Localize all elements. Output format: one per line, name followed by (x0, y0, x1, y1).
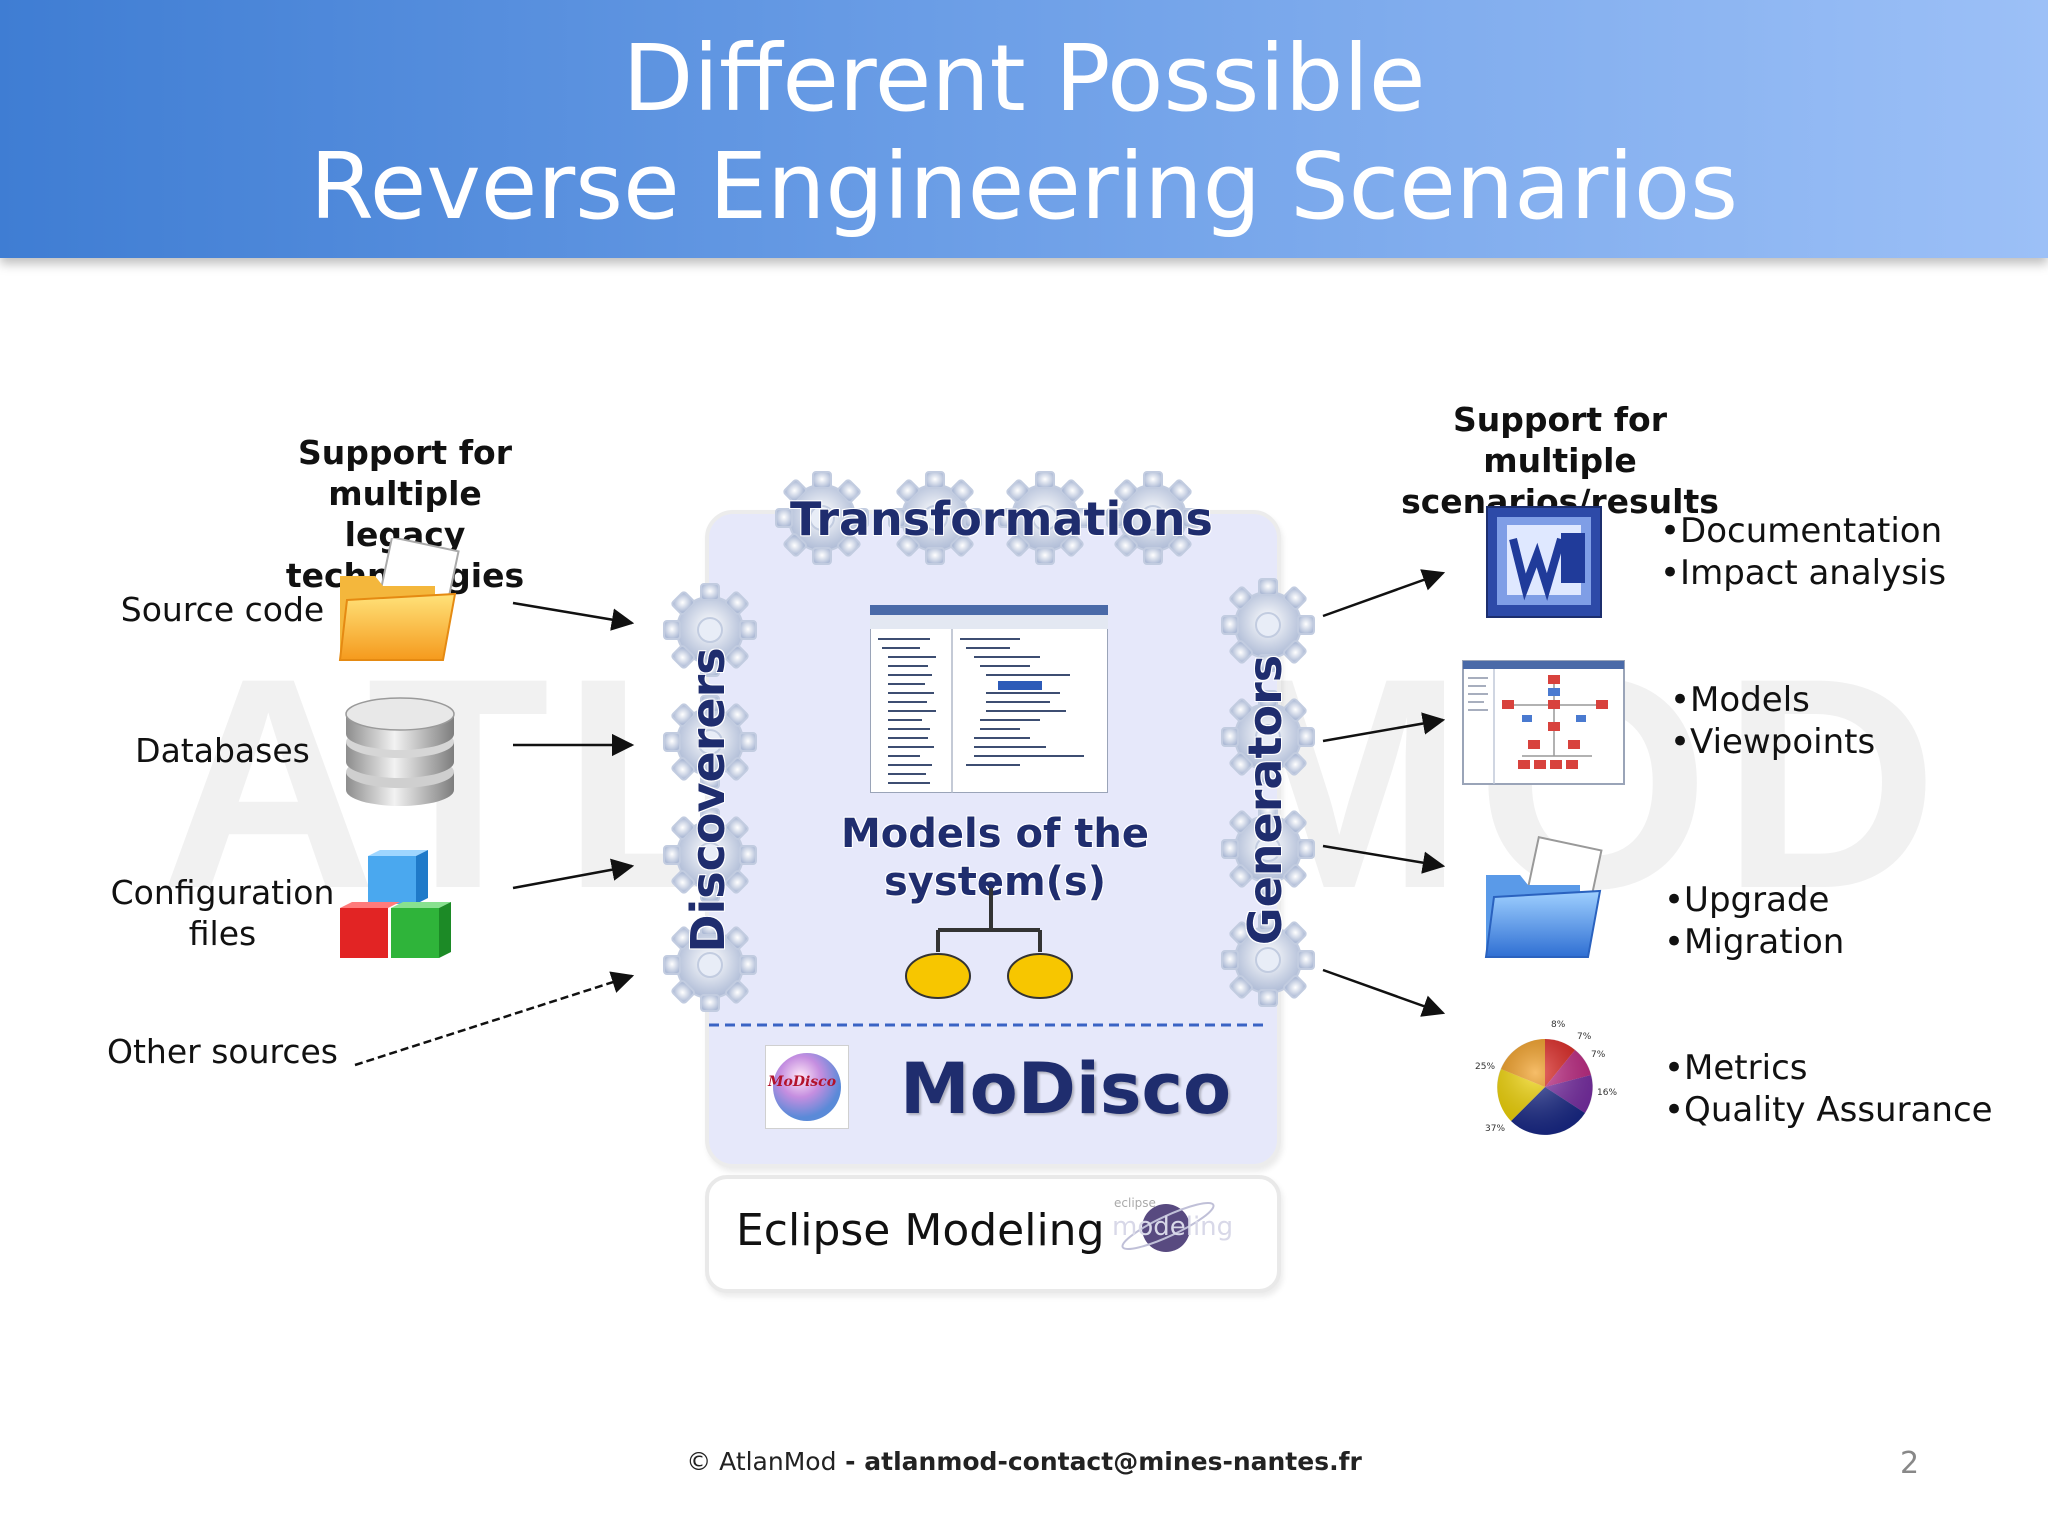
eclipse-logo-orb (1121, 1202, 1215, 1252)
dashed-separator (709, 1023, 1269, 1027)
footer-separator: - (836, 1447, 865, 1476)
eclipse-logo-small-text: eclipse (1114, 1196, 1156, 1210)
model-explorer-screenshot (870, 605, 1108, 793)
eclipse-modeling-logo: eclipse modeling (1108, 1192, 1233, 1262)
eclipse-logo-text: modeling (1112, 1212, 1234, 1242)
pie-label-5: 16% (1597, 1088, 1617, 1098)
configuration-files-label: Configuration files (110, 873, 335, 953)
arrow-other-sources (354, 971, 635, 1067)
pie-chart-icon: 8% 7% 7% 25% 16% 37% (1475, 1020, 1617, 1135)
arrow-configuration (512, 858, 635, 890)
result-item: •Migration (1664, 922, 1845, 962)
database-icon (345, 697, 455, 806)
modisco-title: MoDisco (900, 1048, 1232, 1130)
arrow-source-code (512, 601, 635, 631)
models-of-system-label: Models of the system(s) (840, 811, 1150, 905)
pie-label-6: 37% (1485, 1124, 1505, 1134)
model-tree-icon (905, 881, 1073, 999)
discoverers-label: Discoverers (681, 647, 735, 953)
pie-label-2: 7% (1577, 1032, 1592, 1042)
modisco-logo-text: MoDisco (768, 1074, 837, 1090)
transformations-label: Transformations (790, 492, 1213, 546)
other-sources-label: Other sources (107, 1032, 338, 1071)
arrow-metrics (1322, 968, 1446, 1017)
result-item: •Documentation (1660, 511, 1943, 551)
result-item: •Quality Assurance (1664, 1090, 1993, 1130)
pie-label-3: 7% (1591, 1050, 1606, 1060)
result-list-metrics: •Metrics •Quality Assurance (1664, 1047, 1993, 1131)
word-document-icon (1486, 506, 1602, 618)
footer: © AtlanMod - atlanmod-contact@mines-nant… (0, 1447, 2048, 1476)
footer-copyright: © AtlanMod (686, 1447, 837, 1476)
model-diagram-icon (1462, 660, 1625, 785)
result-item: •Models (1670, 680, 1810, 720)
result-item: •Viewpoints (1670, 722, 1876, 762)
scenarios-results-heading: Support for multiple scenarios/results (1401, 400, 1719, 521)
slide-title-line2: Reverse Engineering Scenarios (309, 133, 1739, 240)
modisco-logo-orb (773, 1053, 841, 1121)
result-list-documentation: •Documentation •Impact analysis (1660, 510, 1946, 594)
title-banner: Different Possible Reverse Engineering S… (0, 0, 2048, 258)
page-number: 2 (1900, 1446, 1920, 1481)
eclipse-modeling-label: Eclipse Modeling (736, 1205, 1105, 1256)
arrow-upgrade (1322, 844, 1446, 874)
result-item: •Upgrade (1664, 880, 1830, 920)
cubes-icon (340, 850, 451, 958)
result-item: •Metrics (1664, 1048, 1808, 1088)
arrow-documentation (1322, 569, 1446, 618)
databases-label: Databases (135, 731, 310, 770)
modisco-logo: MoDisco (765, 1045, 849, 1129)
source-code-label: Source code (120, 590, 325, 629)
arrow-models (1322, 712, 1446, 743)
pie-label-4: 25% (1475, 1062, 1495, 1072)
blue-folder-icon (1484, 836, 1603, 958)
result-list-models: •Models •Viewpoints (1670, 679, 1875, 763)
generators-label: Generators (1238, 654, 1292, 946)
folder-icon (338, 538, 460, 661)
pie-label-1: 8% (1551, 1020, 1566, 1030)
footer-email[interactable]: atlanmod-contact@mines-nantes.fr (864, 1447, 1362, 1476)
slide-title-line1: Different Possible (622, 25, 1426, 132)
result-list-upgrade: •Upgrade •Migration (1664, 879, 1844, 963)
result-item: •Impact analysis (1660, 553, 1947, 593)
